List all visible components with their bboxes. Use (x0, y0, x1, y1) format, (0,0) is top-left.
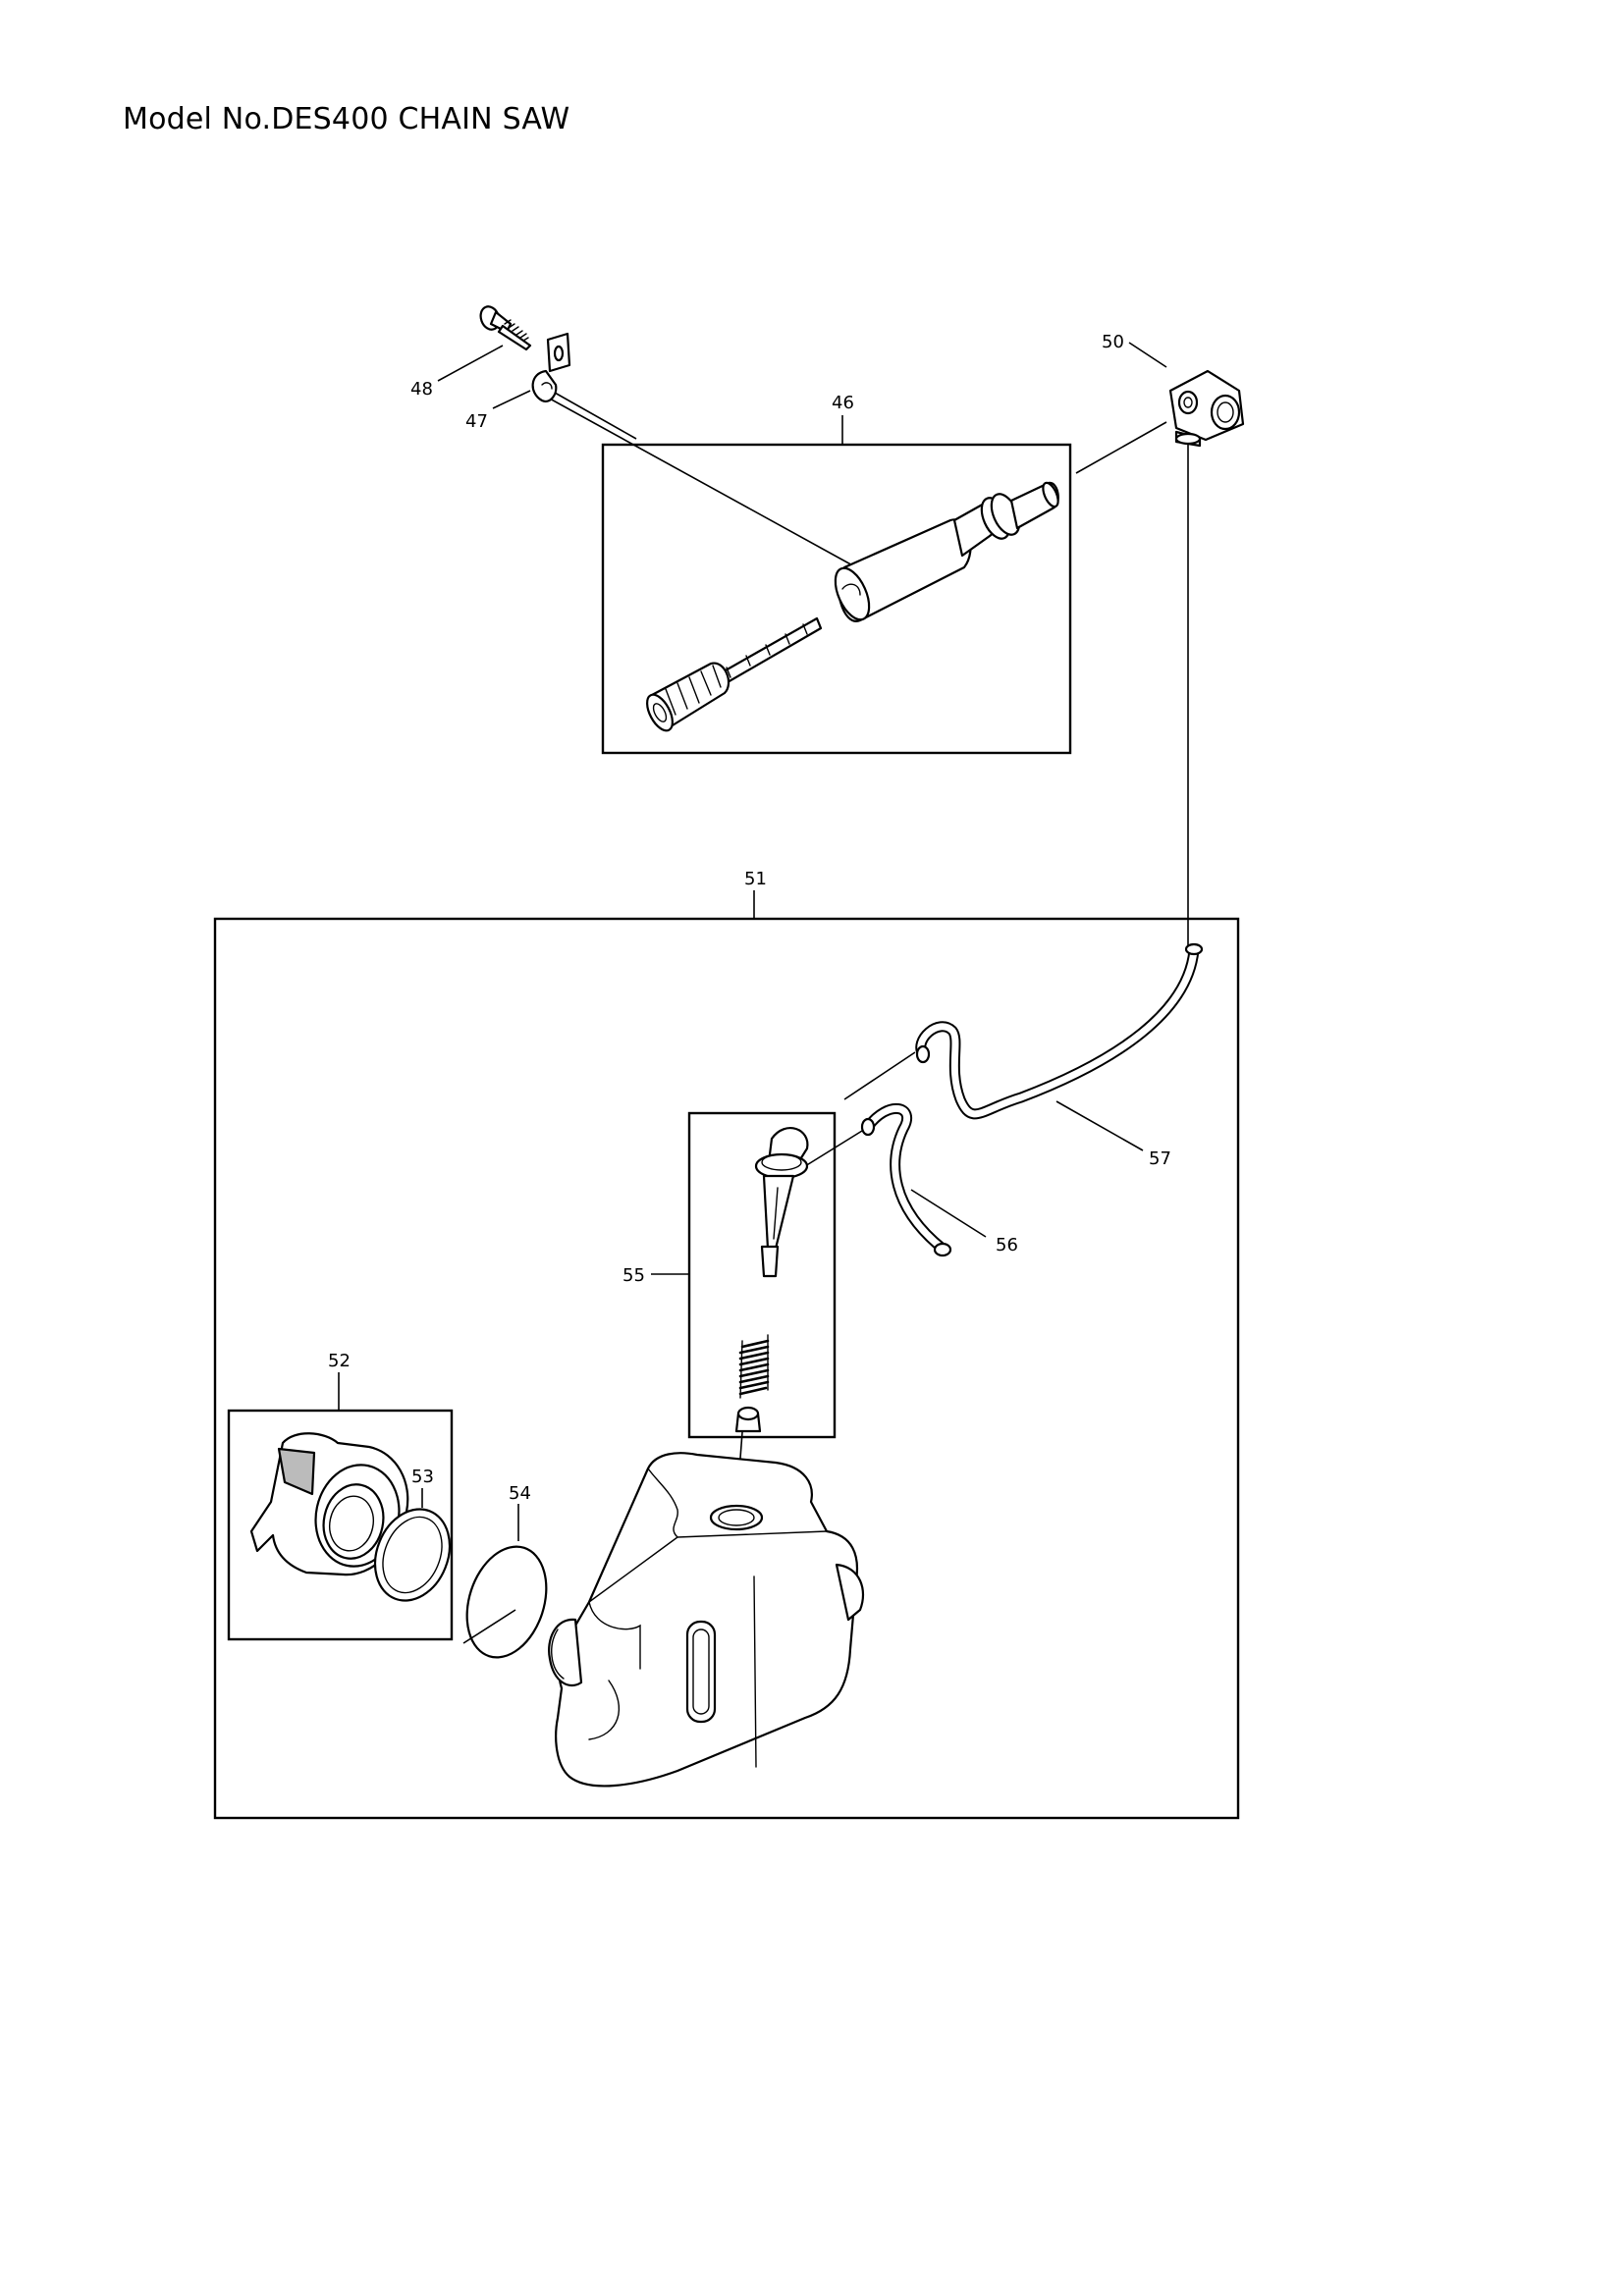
part-54-o-ring (465, 1545, 548, 1659)
assembly-box-52 (227, 1409, 454, 1641)
assembly-box-46 (601, 443, 1072, 755)
callout-51: 51 (744, 869, 767, 889)
page-title: Model No.DES400 CHAIN SAW (123, 102, 570, 136)
callout-50: 50 (1102, 332, 1124, 352)
part-52-oil-cap (249, 1432, 409, 1576)
callout-56: 56 (996, 1235, 1018, 1255)
part-53-gasket (373, 1508, 452, 1602)
callout-48: 48 (410, 379, 433, 400)
callout-46: 46 (832, 393, 854, 413)
callout-52: 52 (328, 1351, 351, 1371)
part-50-elbow-fitting (1168, 369, 1245, 448)
callout-55: 55 (622, 1265, 645, 1286)
part-56-short-hose (860, 1103, 952, 1257)
part-47-clamp (531, 332, 571, 402)
callout-57: 57 (1149, 1148, 1171, 1169)
callout-47: 47 (465, 411, 488, 432)
leader-lines (338, 342, 1189, 1644)
part-55-strainer (734, 1127, 809, 1433)
part-51-oil-tank (548, 1452, 865, 1788)
assembly-box-51 (213, 917, 1240, 1820)
callout-54: 54 (509, 1483, 531, 1504)
assembly-box-55 (687, 1111, 837, 1439)
part-57-oil-hose (915, 942, 1204, 1120)
callout-53: 53 (411, 1467, 434, 1487)
part-48-screw (479, 305, 532, 351)
part-46-oil-pump (646, 481, 1059, 732)
